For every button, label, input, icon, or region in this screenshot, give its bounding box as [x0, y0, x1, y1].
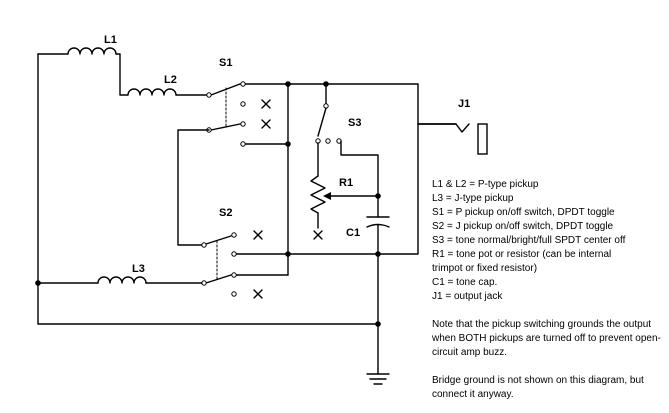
switch-s3: [315, 83, 379, 197]
bridge-ground-note: Bridge ground is not shown on this diagr…: [432, 375, 644, 400]
pickup-l2-coil: [127, 88, 208, 96]
legend-line: J1 = output jack: [432, 291, 503, 302]
left-ground-wire: [37, 53, 379, 325]
component-legend: L1 & L2 = P-type pickup L3 = J-type pick…: [432, 178, 662, 304]
legend-line: R1 = tone pot or resistor (can be intern…: [432, 249, 612, 260]
output-jack-j1: [377, 123, 488, 255]
legend-line: trimpot or fixed resistor): [432, 263, 538, 274]
capacitor-c1: [366, 195, 390, 375]
switch-ground-note: Note that the pickup switching grounds t…: [432, 319, 661, 358]
label-s1: S1: [219, 57, 232, 69]
s1-unused-terminal-x-icon: [261, 99, 271, 129]
label-c1: C1: [346, 227, 360, 239]
label-s2: S2: [219, 207, 232, 219]
pickup-l1-coil: [37, 47, 129, 96]
label-l1: L1: [104, 34, 117, 46]
switch-s2: [177, 129, 379, 297]
output-bus-wire: [287, 83, 457, 125]
s2-unused-terminal-x-icon: [253, 230, 263, 299]
pickup-l3-coil: [37, 276, 203, 284]
resistor-r1: [310, 175, 379, 229]
legend-line: S2 = J pickup on/off switch, DPDT toggle: [432, 221, 614, 232]
legend-line: L1 & L2 = P-type pickup: [432, 179, 539, 190]
switch-s1: [206, 81, 289, 147]
label-l2: L2: [164, 74, 177, 86]
label-j1: J1: [458, 98, 470, 110]
label-l3: L3: [132, 263, 145, 275]
r1-unused-terminal-x-icon: [313, 230, 323, 240]
legend-line: L3 = J-type pickup: [432, 193, 514, 204]
legend-line: C1 = tone cap.: [432, 277, 498, 288]
ground-icon: [366, 373, 390, 385]
legend-line: S3 = tone normal/bright/full SPDT center…: [432, 235, 626, 246]
label-r1: R1: [339, 177, 353, 189]
legend-line: S1 = P pickup on/off switch, DPDT toggle: [432, 207, 615, 218]
label-s3: S3: [348, 117, 361, 129]
